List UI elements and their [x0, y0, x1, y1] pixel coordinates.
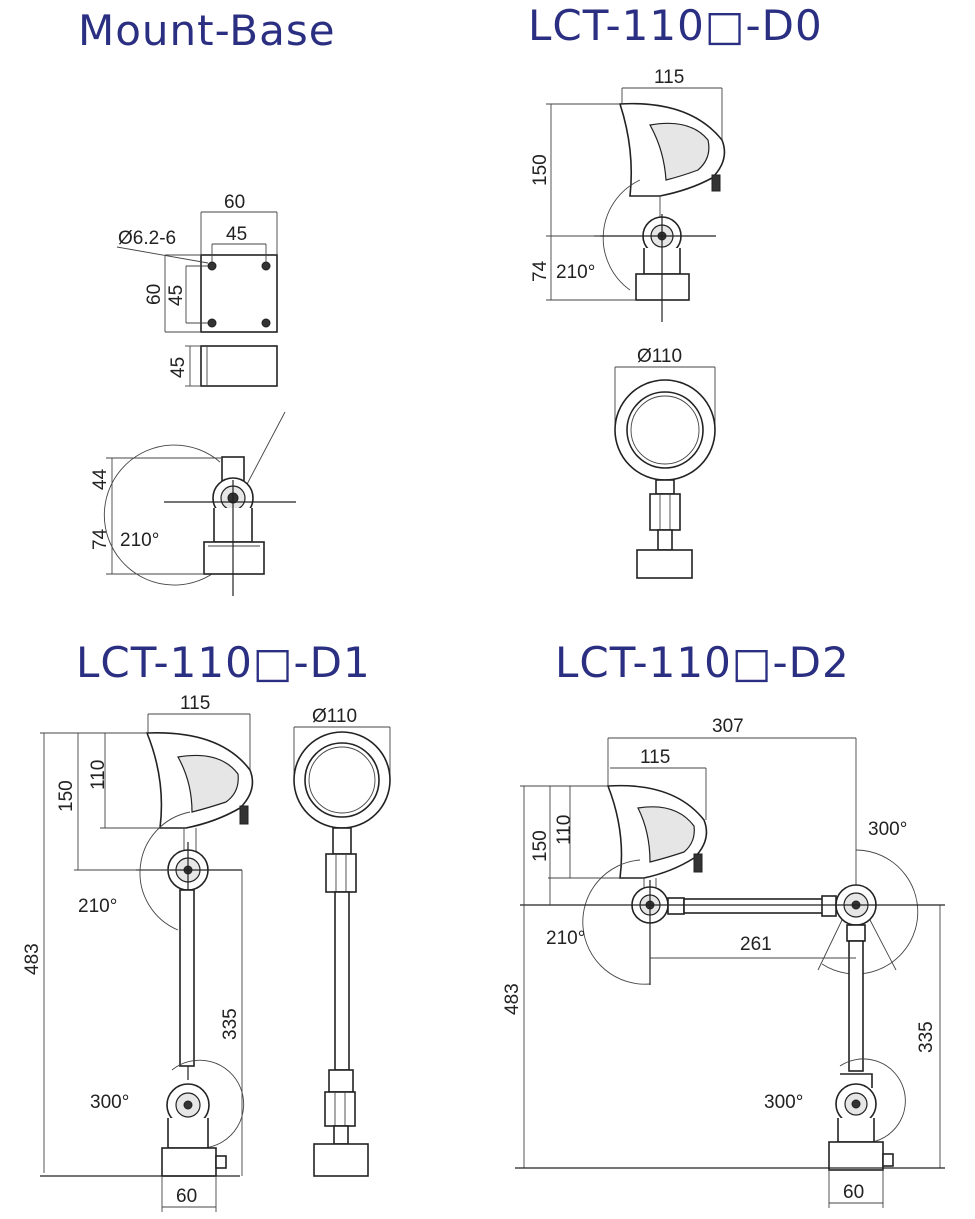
d2-dim-arm-v: 335 — [916, 1021, 937, 1053]
pivot-joint — [649, 493, 681, 531]
mount-base-side-block: 45 — [168, 345, 278, 387]
d1-dim-diameter: Ø110 — [312, 706, 357, 727]
lamp-arm — [179, 889, 195, 1067]
d1-dim-height-110: 110 — [88, 760, 109, 790]
d2-dim-angle-left: 210° — [546, 928, 585, 949]
d2-dim-base: 60 — [843, 1182, 864, 1203]
d0-dim-height: 150 — [530, 154, 551, 186]
title-d0: LCT-110□-D0 — [528, 1, 823, 50]
base-block — [828, 1141, 884, 1171]
dim-side-lower: 74 — [90, 528, 111, 550]
rotation-arc — [103, 444, 221, 586]
d1-dim-arm: 335 — [220, 1008, 241, 1040]
mount-hole — [207, 318, 217, 328]
pivot-joint — [325, 853, 357, 893]
dim-block-height: 45 — [168, 357, 189, 378]
title-mount-base: Mount-Base — [78, 6, 336, 55]
dim-side-upper: 44 — [90, 468, 111, 490]
d1-dim-base: 60 — [176, 1186, 197, 1207]
d2-dim-height-110: 110 — [554, 815, 575, 845]
mount-base-side-view: 44 74 210° — [90, 411, 296, 596]
d2-side-view: 307 115 — [502, 716, 945, 1208]
lamp-arm — [848, 940, 864, 1072]
d1-dim-angle-top: 210° — [78, 896, 117, 917]
base-block — [203, 541, 265, 575]
d0-side-view: 115 150 74 210° — [530, 67, 726, 322]
dim-angle: 210° — [120, 530, 159, 551]
mount-hole — [261, 261, 271, 271]
d2-dim-overall-width: 307 — [712, 716, 744, 737]
dim-height-inner: 45 — [166, 285, 187, 306]
lamp-arm — [683, 898, 825, 914]
base-block — [200, 345, 278, 387]
mount-base-top-view: 60 45 Ø6.2-6 60 45 — [116, 192, 278, 333]
dim-width-inner: 45 — [226, 224, 247, 245]
mount-hole — [261, 318, 271, 328]
title-d2: LCT-110□-D2 — [555, 638, 850, 687]
base-block — [636, 549, 693, 579]
d2-dim-total: 483 — [502, 983, 523, 1015]
d0-dim-diameter: Ø110 — [637, 346, 682, 367]
d1-dim-height-150: 150 — [56, 780, 77, 812]
dim-hole-spec: Ø6.2-6 — [118, 228, 176, 249]
d2-dim-angle-bottom: 300° — [764, 1092, 803, 1113]
d1-front-view: Ø110 — [293, 706, 391, 1177]
lamp-arm — [334, 891, 350, 1071]
d1-dim-width: 115 — [180, 693, 210, 714]
d0-front-view: Ø110 — [614, 346, 716, 579]
d2-dim-width: 115 — [640, 747, 670, 768]
d1-dim-angle-bottom: 300° — [90, 1092, 129, 1113]
d2-dim-arm-h: 261 — [740, 934, 772, 955]
base-block — [161, 1147, 217, 1177]
title-d1: LCT-110□-D1 — [76, 638, 371, 687]
d2-dim-angle-right: 300° — [868, 819, 907, 840]
d0-dim-lower: 74 — [530, 260, 551, 282]
d2-dim-height-150: 150 — [530, 830, 551, 862]
dim-width-outer: 60 — [224, 192, 245, 213]
mount-hole — [207, 261, 217, 271]
d0-dim-angle: 210° — [556, 262, 595, 283]
base-block — [313, 1143, 369, 1177]
d1-dim-total: 483 — [22, 943, 43, 975]
pivot-joint — [324, 1091, 356, 1127]
dim-height-outer: 60 — [144, 284, 165, 305]
d0-dim-width: 115 — [654, 67, 684, 88]
d1-side-view: 115 150 110 483 335 210° 3 — [22, 693, 254, 1212]
